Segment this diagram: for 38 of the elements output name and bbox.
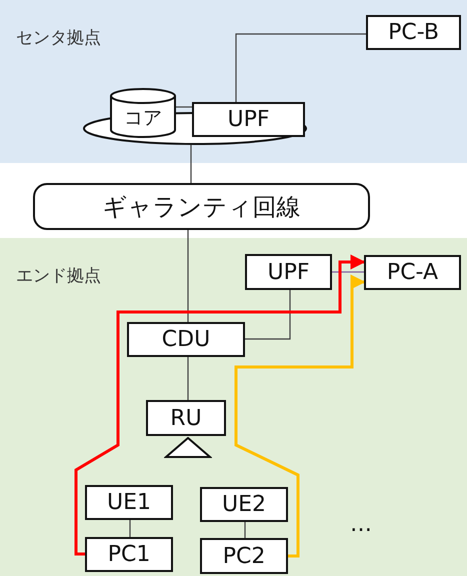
arrow — [234, 274, 366, 558]
connector-line — [187, 357, 189, 400]
node-label: コア — [124, 107, 162, 129]
node-label: UPF — [267, 260, 310, 284]
node-label: PC2 — [222, 544, 266, 568]
connector-line — [176, 106, 192, 108]
connector-line — [245, 290, 291, 340]
node-label: RU — [170, 406, 202, 430]
region-title: センタ拠点 — [16, 27, 101, 49]
site-region — [0, 0, 467, 163]
node-label: UE1 — [107, 490, 151, 515]
device-box — [245, 254, 332, 290]
node-label: CDU — [162, 327, 210, 352]
device-box — [127, 322, 245, 357]
device-box — [366, 15, 461, 50]
connector-line — [129, 520, 131, 537]
node-label: UPF — [227, 107, 270, 132]
connector-line — [190, 145, 192, 183]
ellipsis-label: … — [350, 512, 372, 537]
node-label: PC-B — [388, 20, 439, 45]
region-title: エンド拠点 — [16, 265, 101, 287]
arrow — [74, 254, 366, 556]
node-label: UE2 — [222, 492, 266, 517]
device-box — [364, 255, 461, 290]
site-region — [0, 238, 467, 576]
connector-line — [235, 33, 366, 102]
node-label: PC1 — [108, 542, 150, 567]
device-box — [200, 538, 288, 574]
node-label: PC-A — [386, 260, 438, 285]
device-box — [192, 102, 305, 137]
network-box — [33, 183, 370, 230]
connector-line — [187, 230, 189, 322]
device-box — [85, 485, 173, 520]
connector-line — [244, 522, 246, 538]
device-box — [200, 487, 288, 522]
device-box — [85, 537, 173, 572]
connector-line — [332, 271, 364, 273]
node-label: ギャランティ回線 — [102, 192, 300, 222]
